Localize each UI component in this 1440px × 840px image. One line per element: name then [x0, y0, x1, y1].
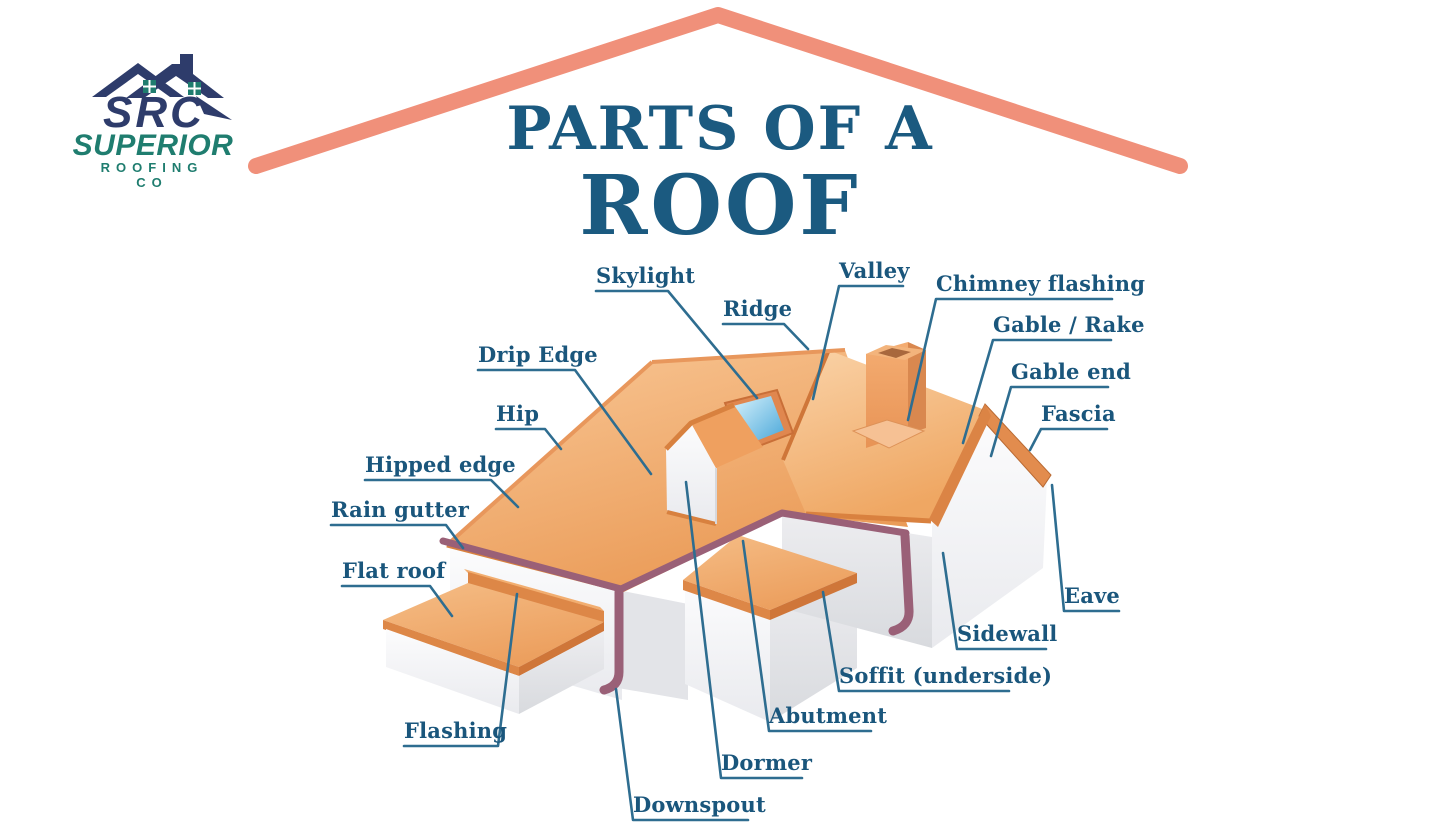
label-gable-rake: Gable / Rake: [993, 312, 1145, 337]
porch-roof: [683, 535, 857, 620]
label-chimney-flashing: Chimney flashing: [936, 271, 1146, 296]
leader-dormer: [684, 480, 804, 780]
label-drip-edge: Drip Edge: [478, 342, 598, 367]
label-fascia: Fascia: [1041, 401, 1116, 426]
logo-roof-icon: [92, 54, 232, 120]
label-sidewall: Sidewall: [957, 621, 1058, 646]
logo-window-icon: [143, 80, 156, 93]
leader-skylight: [594, 289, 759, 400]
gutter-run: [617, 509, 910, 593]
leader-rain-gutter: [329, 523, 465, 550]
label-flashing: Flashing: [404, 718, 508, 743]
leader-eave: [1050, 483, 1121, 613]
dormer-structure: [664, 402, 763, 526]
wing-eave-trim: [805, 511, 932, 524]
logo-monogram: SRC: [103, 88, 205, 137]
leader-abutment: [741, 539, 873, 733]
leader-ridge: [721, 322, 810, 351]
logo-tagline: ROOFING CO: [100, 160, 204, 190]
house-illustration: [383, 342, 1052, 722]
leader-soffit: [821, 590, 1011, 693]
leader-hip: [494, 427, 563, 451]
leader-chimney-flashing: [906, 297, 1114, 422]
leader-sidewall: [941, 551, 1048, 651]
chimney: [851, 342, 926, 449]
fascia-board-right: [978, 403, 1052, 488]
rain-gutters: [439, 509, 914, 695]
label-dormer: Dormer: [721, 750, 813, 775]
leader-valley: [811, 284, 905, 401]
flashing-lip: [464, 569, 604, 611]
page-title-line2: ROOF: [579, 158, 861, 254]
label-soffit: Soffit (underside): [839, 663, 1053, 688]
flat-roof-top: [383, 583, 604, 667]
chimney-flashing-base: [851, 419, 926, 449]
downspout-pipe: [599, 587, 624, 695]
roof-chevron-decoration: [248, 7, 1188, 174]
downspout-pipe: [888, 531, 914, 636]
leader-gable-end: [989, 385, 1110, 458]
label-flat-roof: Flat roof: [342, 558, 446, 583]
flat-roof-annex: [383, 569, 604, 714]
center-left-wall: [618, 590, 688, 700]
label-downspout: Downspout: [633, 792, 766, 817]
leader-downspout: [614, 687, 750, 822]
ridge-line: [651, 348, 846, 364]
hip-edge: [445, 360, 654, 547]
gutter-run: [439, 537, 625, 593]
label-gable-end: Gable end: [1011, 359, 1131, 384]
label-skylight: Skylight: [596, 263, 696, 288]
leader-lines: [329, 284, 1121, 822]
label-abutment: Abutment: [769, 703, 888, 728]
leader-hipped-edge: [363, 478, 520, 509]
label-rain-gutter: Rain gutter: [331, 497, 470, 522]
label-eave: Eave: [1064, 583, 1120, 608]
porch-wall-front: [685, 582, 770, 722]
leader-flashing: [402, 592, 519, 748]
leader-drip-edge: [476, 368, 653, 476]
leader-flat-roof: [340, 584, 454, 618]
label-hipped-edge: Hipped edge: [365, 452, 516, 477]
soffit-edge: [770, 573, 857, 620]
label-hip: Hip: [496, 401, 540, 426]
logo-window-icon: [188, 82, 201, 95]
leader-fascia: [1028, 427, 1109, 452]
logo-company-name: SUPERIOR: [72, 129, 234, 162]
leader-gable-rake: [961, 338, 1113, 445]
fascia-board-left: [929, 404, 991, 527]
label-ridge: Ridge: [723, 296, 793, 321]
page-title-line1: PARTS OF A: [506, 94, 934, 164]
label-valley: Valley: [839, 258, 910, 283]
